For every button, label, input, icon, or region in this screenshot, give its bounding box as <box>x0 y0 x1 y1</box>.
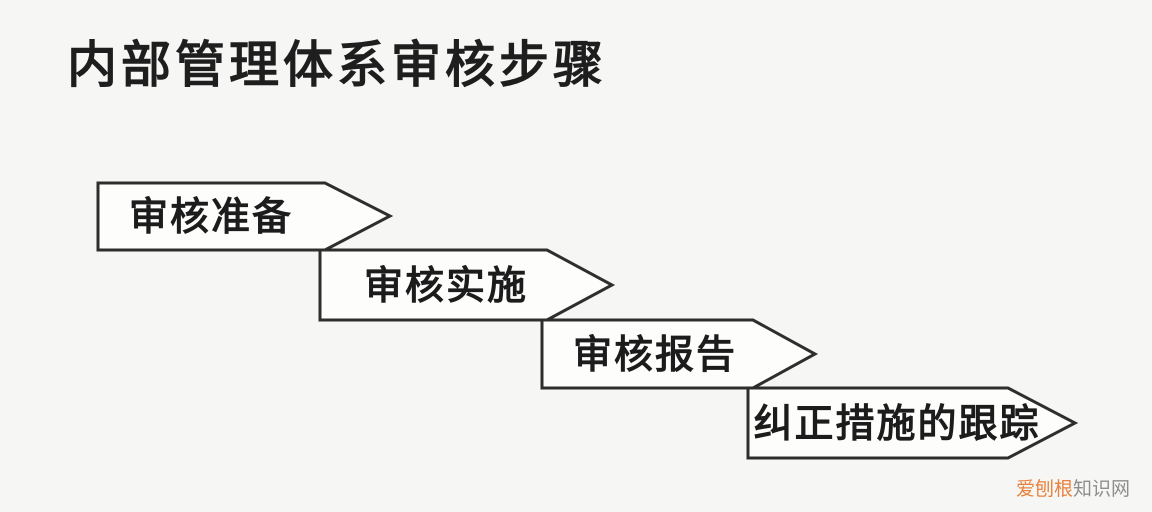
watermark: 爱刨根知识网 <box>1016 479 1130 501</box>
step-2-audit-implementation: 审核实施 <box>318 248 616 322</box>
step-1-arrow-shape <box>96 181 394 252</box>
step-2-arrow-shape <box>318 248 616 322</box>
step-4-arrow-shape <box>746 386 1079 460</box>
step-3-arrow-shape <box>540 318 819 390</box>
step-4-label: 纠正措施的跟踪 <box>753 403 1040 446</box>
step-4-corrective-action-tracking: 纠正措施的跟踪 <box>746 386 1079 460</box>
watermark-brand-rest: 知识网 <box>1073 479 1131 500</box>
step-3-audit-report: 审核报告 <box>540 318 819 390</box>
diagram-title: 内部管理体系审核步骤 <box>67 37 607 93</box>
step-3-label: 审核报告 <box>573 334 737 377</box>
step-1-audit-preparation: 审核准备 <box>96 181 394 252</box>
step-1-label: 审核准备 <box>129 196 293 239</box>
step-2-label: 审核实施 <box>364 265 528 308</box>
watermark-brand-highlight: 爱刨根 <box>1016 479 1074 500</box>
